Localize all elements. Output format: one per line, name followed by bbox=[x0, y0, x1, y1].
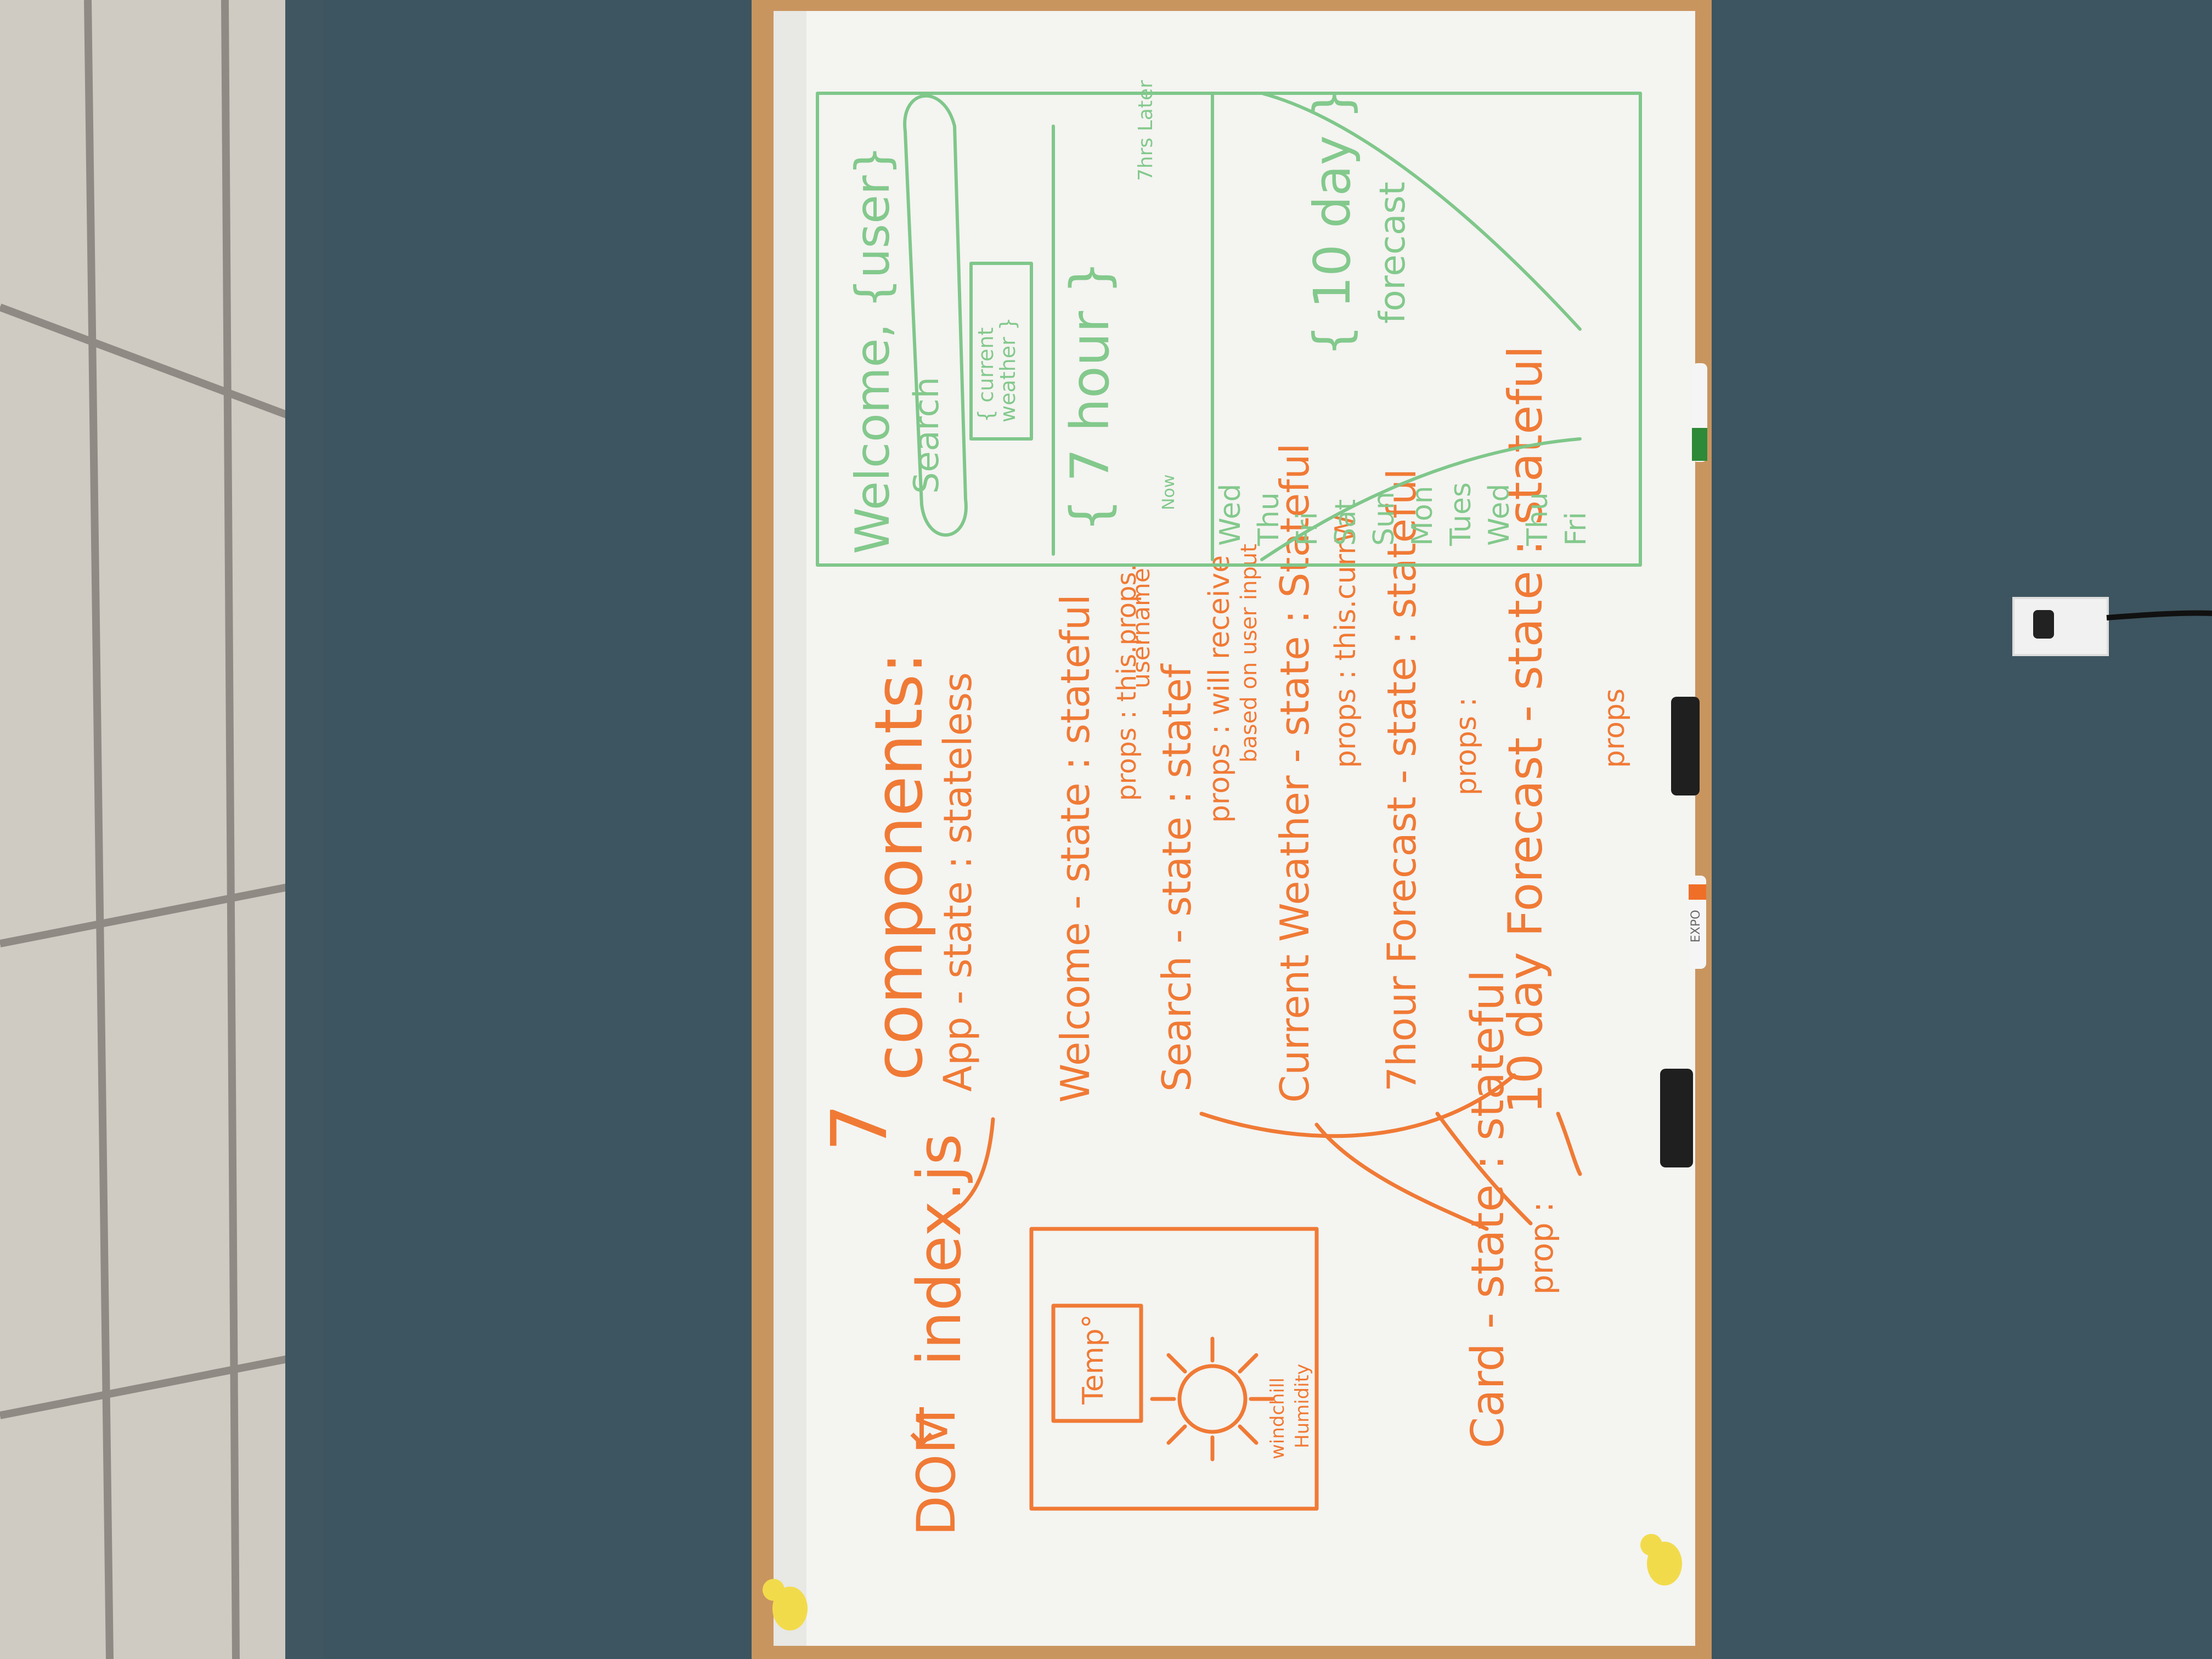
component-tenday-line2: props bbox=[1598, 689, 1631, 768]
wire-later: 7hrs Later bbox=[1135, 80, 1157, 181]
marker-label: EXPO bbox=[1689, 910, 1703, 943]
orange-notes: DOM ← index.js 7 components: App - state… bbox=[815, 346, 1631, 1536]
ceiling bbox=[0, 0, 324, 1659]
component-current-line2: props : this.currW bbox=[1329, 515, 1362, 768]
component-card-line1: Card - state : stateful bbox=[1462, 970, 1514, 1448]
day-4: Sun bbox=[1368, 492, 1401, 546]
temp-label: Temp° bbox=[1077, 1314, 1110, 1405]
component-search-line2: props : will receive bbox=[1203, 555, 1236, 823]
component-welcome-line3: username bbox=[1127, 568, 1155, 689]
day-7: Wed bbox=[1483, 484, 1516, 546]
green-wireframe: Welcome, {user} Search { current weather… bbox=[816, 80, 1642, 567]
wire-welcome: Welcome, {user} bbox=[845, 145, 900, 554]
component-welcome-line1: Welcome - state : stateful bbox=[1052, 594, 1098, 1103]
wire-forecast-1: { 10 day } bbox=[1303, 87, 1362, 357]
wind-label: windchill bbox=[1267, 1378, 1289, 1459]
component-search-line1: Search - state : statef bbox=[1154, 663, 1200, 1092]
day-8: Thu bbox=[1521, 492, 1554, 546]
wire-current-1: { current bbox=[974, 328, 998, 422]
components-title: components: bbox=[861, 652, 938, 1081]
wire-forecast-2: forecast bbox=[1373, 182, 1413, 324]
component-tenday-line1: 10 day Forecast - state : stateful bbox=[1498, 346, 1553, 1114]
card-sketch bbox=[1029, 1227, 1319, 1511]
day-1: Thu bbox=[1252, 492, 1285, 546]
humidity-label: Humidity bbox=[1291, 1364, 1313, 1448]
tray: EXPO bbox=[1660, 363, 1707, 1167]
component-welcome-line2: props : this.props. bbox=[1111, 563, 1142, 801]
day-3: Sat bbox=[1329, 499, 1362, 546]
outlet bbox=[2012, 597, 2212, 656]
temp-box bbox=[1051, 1304, 1143, 1423]
dom-arrow: ← bbox=[889, 1404, 951, 1448]
day-5: Mon bbox=[1406, 486, 1439, 546]
ducks bbox=[763, 1534, 1682, 1630]
day-0: Wed bbox=[1214, 484, 1247, 546]
components-count: 7 bbox=[815, 1103, 905, 1152]
wire-now: Now bbox=[1159, 475, 1178, 510]
index-js-label: index.js bbox=[904, 1133, 974, 1366]
component-search-line3: based on user input bbox=[1237, 544, 1262, 763]
day-6: Tues bbox=[1444, 482, 1477, 546]
day-2: Fri bbox=[1291, 512, 1324, 546]
wire-current-2: weather } bbox=[996, 317, 1020, 422]
component-hour-line1: 7hour Forecast - state : stateful bbox=[1379, 469, 1425, 1092]
sun-icon bbox=[1177, 1364, 1248, 1434]
component-card-line2: prop : bbox=[1523, 1201, 1560, 1295]
component-current-line1: Current Weather - state : Stateful bbox=[1272, 443, 1318, 1103]
wire-hour: { 7 hour } bbox=[1059, 261, 1121, 532]
component-app-line1: App - state : stateless bbox=[935, 672, 980, 1092]
day-9: Fri bbox=[1560, 512, 1593, 546]
wire-search: Search bbox=[906, 377, 946, 494]
dom-label: DOM bbox=[906, 1409, 967, 1536]
component-hour-line2: props : bbox=[1450, 697, 1483, 795]
